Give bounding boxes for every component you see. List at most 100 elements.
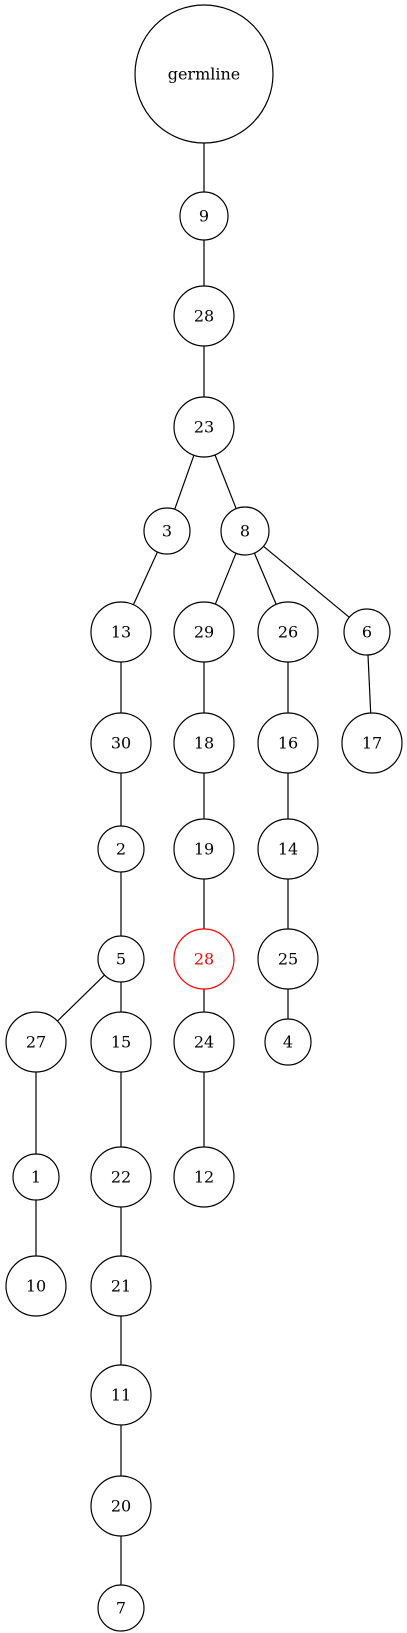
edge-n5-n7 xyxy=(214,552,237,605)
edges-layer xyxy=(35,143,372,1585)
node-label: 29 xyxy=(194,623,214,642)
tree-node: 19 xyxy=(173,818,235,880)
node-label: 1 xyxy=(31,1168,41,1187)
node-circle xyxy=(173,396,235,458)
node-label: germline xyxy=(168,65,241,84)
tree-node: 3 xyxy=(143,507,191,555)
node-label: 28 xyxy=(194,950,214,969)
node-circle xyxy=(173,601,235,663)
tree-node: 23 xyxy=(173,396,235,458)
tree-node: 7 xyxy=(97,1584,145,1632)
edge-n9-n13 xyxy=(367,654,372,714)
node-label: 13 xyxy=(111,623,131,642)
tree-node: 8 xyxy=(220,506,270,556)
node-circle xyxy=(134,4,274,144)
tree-node: 29 xyxy=(173,601,235,663)
node-circle xyxy=(143,507,191,555)
node-label: 24 xyxy=(194,1033,214,1052)
tree-node: 4 xyxy=(264,1018,312,1066)
tree-node: 21 xyxy=(90,1255,152,1317)
node-circle xyxy=(220,506,270,556)
node-circle xyxy=(173,1146,235,1208)
node-label: 23 xyxy=(194,418,214,437)
node-label: 22 xyxy=(111,1168,131,1187)
node-label: 9 xyxy=(199,207,209,226)
node-label: 21 xyxy=(111,1277,131,1296)
node-label: 4 xyxy=(283,1033,293,1052)
node-label: 10 xyxy=(26,1277,46,1296)
node-circle xyxy=(257,601,319,663)
node-circle xyxy=(264,1018,312,1066)
node-circle xyxy=(90,1255,152,1317)
node-circle xyxy=(90,601,152,663)
node-circle xyxy=(343,608,391,656)
node-circle xyxy=(97,825,145,873)
node-circle xyxy=(90,1011,152,1073)
tree-node: 17 xyxy=(341,712,403,774)
tree-node: 12 xyxy=(173,1146,235,1208)
node-circle xyxy=(257,928,319,990)
node-label: 17 xyxy=(362,734,382,753)
tree-node: 24 xyxy=(173,1011,235,1073)
tree-node: 28 xyxy=(173,285,235,347)
node-label: 2 xyxy=(116,840,126,859)
node-label: 8 xyxy=(240,522,250,541)
node-circle xyxy=(173,285,235,347)
node-label: 25 xyxy=(278,950,298,969)
edge-n3-n4 xyxy=(174,455,195,510)
node-circle xyxy=(5,1255,67,1317)
node-label: 20 xyxy=(111,1497,131,1516)
tree-node: 26 xyxy=(257,601,319,663)
edge-n4-n6 xyxy=(132,551,159,605)
tree-node: germline xyxy=(134,4,274,144)
node-circle xyxy=(179,191,229,241)
edge-n5-n8 xyxy=(253,552,277,605)
node-circle xyxy=(257,818,319,880)
edge-n3-n5 xyxy=(214,454,237,509)
tree-node: 1 xyxy=(12,1153,60,1201)
node-circle xyxy=(5,1011,67,1073)
node-label: 5 xyxy=(116,950,126,969)
tree-node: 15 xyxy=(90,1011,152,1073)
tree-node: 11 xyxy=(90,1364,152,1426)
tree-node: 10 xyxy=(5,1255,67,1317)
node-label: 27 xyxy=(26,1033,46,1052)
tree-node: 13 xyxy=(90,601,152,663)
node-circle xyxy=(173,818,235,880)
node-label: 3 xyxy=(162,522,172,541)
node-label: 30 xyxy=(111,734,131,753)
node-label: 15 xyxy=(111,1033,131,1052)
tree-node: 2 xyxy=(97,825,145,873)
node-label: 16 xyxy=(278,734,298,753)
node-label: 12 xyxy=(194,1168,214,1187)
tree-node: 16 xyxy=(257,712,319,774)
node-label: 18 xyxy=(194,734,214,753)
tree-node: 28 xyxy=(173,928,235,990)
node-label: 11 xyxy=(111,1386,131,1405)
tree-node: 6 xyxy=(343,608,391,656)
node-label: 19 xyxy=(194,840,214,859)
node-label: 14 xyxy=(278,840,298,859)
tree-node: 5 xyxy=(97,935,145,983)
tree-node: 20 xyxy=(90,1475,152,1537)
node-circle xyxy=(12,1153,60,1201)
node-label: 26 xyxy=(278,623,298,642)
node-circle xyxy=(257,712,319,774)
node-circle-highlighted xyxy=(173,928,235,990)
tree-node: 14 xyxy=(257,818,319,880)
node-circle xyxy=(90,712,152,774)
node-label: 28 xyxy=(194,307,214,326)
tree-node: 22 xyxy=(90,1146,152,1208)
tree-node: 9 xyxy=(179,191,229,241)
tree-node: 27 xyxy=(5,1011,67,1073)
node-circle xyxy=(97,1584,145,1632)
node-label: 7 xyxy=(116,1599,126,1618)
node-label: 6 xyxy=(362,623,372,642)
node-circle xyxy=(90,1364,152,1426)
edge-n17-n20 xyxy=(57,974,105,1022)
node-circle xyxy=(341,712,403,774)
edge-n5-n9 xyxy=(263,545,350,618)
tree-node: 25 xyxy=(257,928,319,990)
